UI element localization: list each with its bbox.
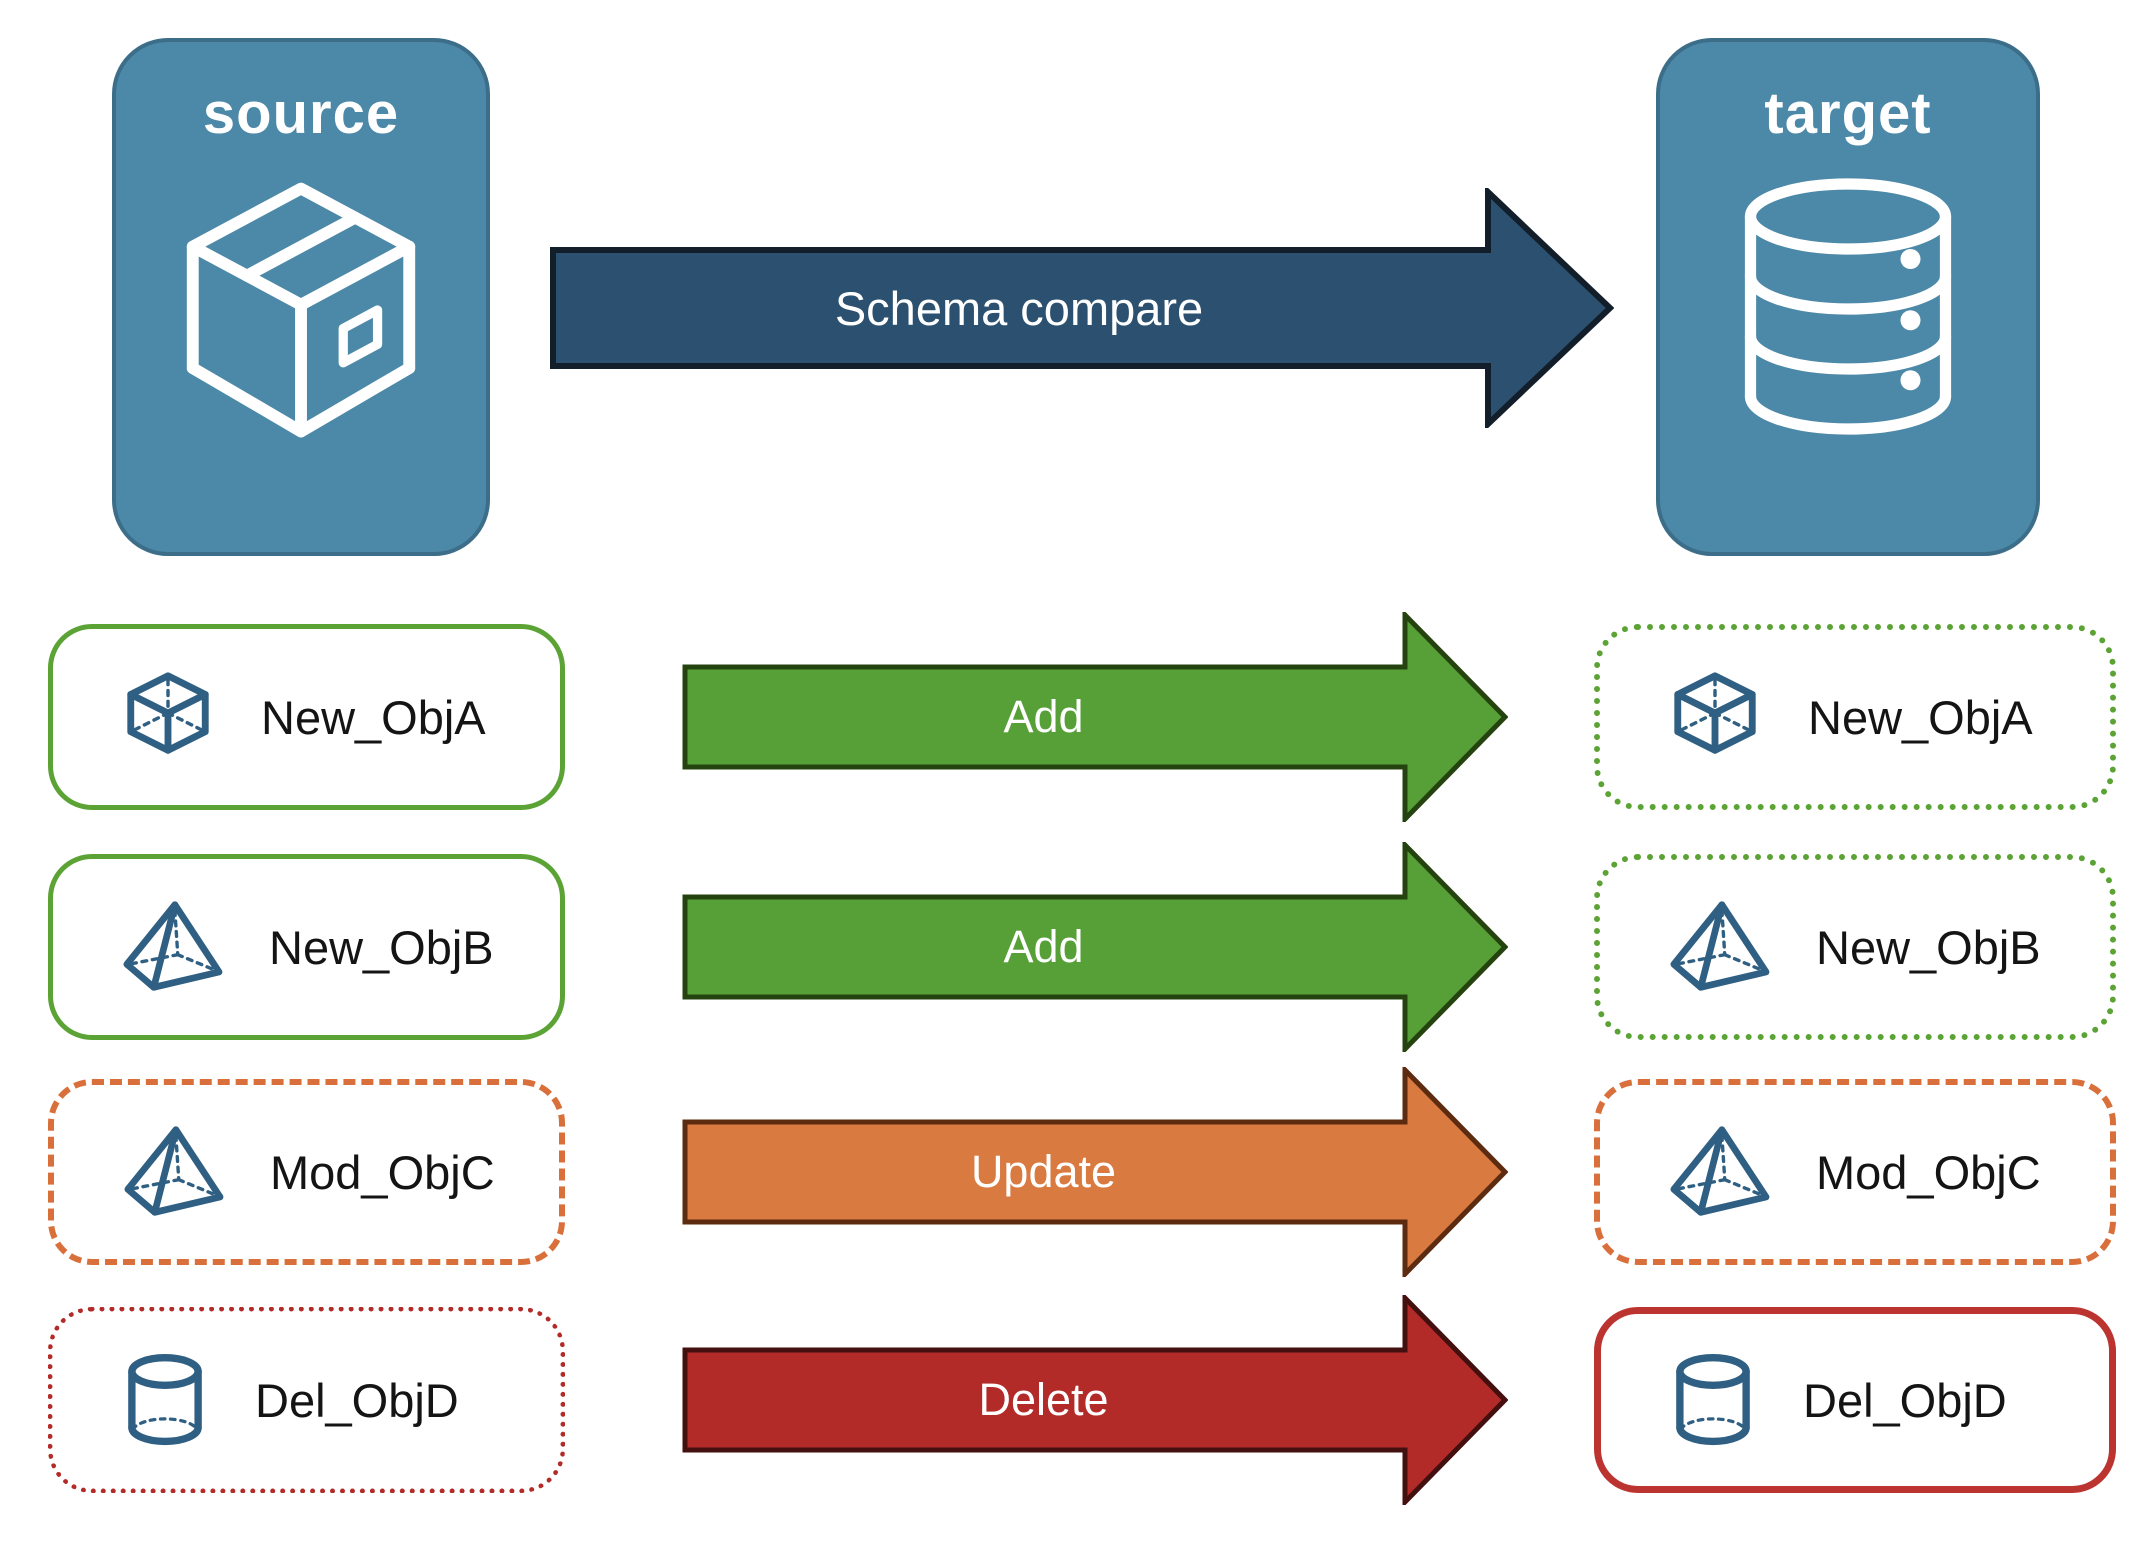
delete-arrow-shape xyxy=(682,1295,1508,1505)
source-label: source xyxy=(202,81,400,146)
add-arrow-shape xyxy=(682,842,1508,1052)
target-object-card-new-obja: New_ObjA xyxy=(1594,624,2116,810)
object-name-label: Mod_ObjC xyxy=(270,1145,495,1199)
target-label: target xyxy=(1764,81,1932,146)
pyramid-icon xyxy=(123,901,223,991)
object-name-label: Del_ObjD xyxy=(255,1373,459,1427)
add-arrow-shape xyxy=(682,612,1508,822)
add-arrow: Add xyxy=(682,612,1508,822)
delete-arrow: Delete xyxy=(682,1295,1508,1505)
pyramid-icon xyxy=(124,1126,224,1216)
cube-icon xyxy=(1674,672,1756,754)
update-arrow: Update xyxy=(682,1067,1508,1277)
source-object-card-new-objb: New_ObjB xyxy=(48,854,565,1040)
cylinder-icon xyxy=(1676,1354,1750,1446)
target-node: target xyxy=(1656,38,2040,556)
action-label: Delete xyxy=(978,1374,1109,1425)
target-object-card-del-objd: Del_ObjD xyxy=(1594,1307,2116,1493)
target-object-card-mod-objc: Mod_ObjC xyxy=(1594,1079,2116,1265)
object-name-label: New_ObjB xyxy=(1816,920,2041,974)
cylinder-icon xyxy=(128,1354,202,1446)
source-object-card-mod-objc: Mod_ObjC xyxy=(48,1079,565,1265)
object-name-label: New_ObjA xyxy=(1808,690,2033,744)
action-label: Add xyxy=(1003,921,1084,972)
object-name-label: New_ObjB xyxy=(269,920,494,974)
schema-compare-label: Schema compare xyxy=(834,281,1204,335)
pyramid-icon xyxy=(1670,1126,1770,1216)
update-arrow-shape xyxy=(682,1067,1508,1277)
object-name-label: New_ObjA xyxy=(261,690,486,744)
add-arrow: Add xyxy=(682,842,1508,1052)
object-name-label: Mod_ObjC xyxy=(1816,1145,2041,1199)
pyramid-icon xyxy=(1670,901,1770,991)
schema-compare-arrow: Schema compare xyxy=(550,188,1614,428)
target-object-card-new-objb: New_ObjB xyxy=(1594,854,2116,1040)
source-object-card-del-objd: Del_ObjD xyxy=(48,1307,565,1493)
action-label: Add xyxy=(1003,691,1084,742)
source-node: source xyxy=(112,38,490,556)
source-object-card-new-obja: New_ObjA xyxy=(48,624,565,810)
database-icon xyxy=(1744,178,1952,435)
cube-icon xyxy=(127,672,209,754)
schema-compare-arrow-shape xyxy=(550,188,1614,428)
action-label: Update xyxy=(970,1146,1117,1197)
object-name-label: Del_ObjD xyxy=(1803,1373,2007,1427)
package-icon xyxy=(186,182,416,438)
